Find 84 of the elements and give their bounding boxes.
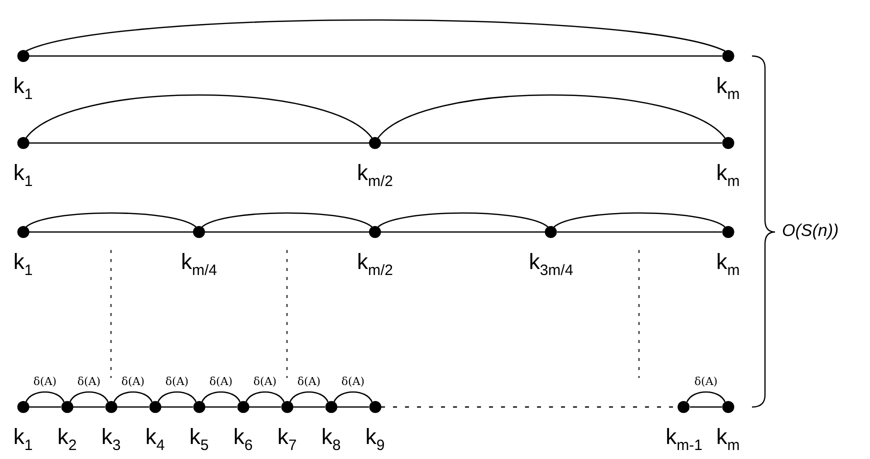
point-node — [181, 226, 217, 274]
point-node — [716, 50, 740, 98]
point-node — [716, 226, 740, 274]
point-node — [716, 137, 740, 185]
node-label: k$_{1}$ — [13, 250, 33, 274]
point-node — [365, 401, 385, 449]
connector-line — [378, 212, 548, 228]
point-node — [57, 401, 77, 449]
connector-line — [29, 231, 193, 233]
point-node — [13, 401, 33, 449]
point-node — [321, 401, 341, 449]
edge-label: δ(A) — [33, 376, 57, 388]
node-label: k$_{m/2}$ — [357, 250, 393, 274]
node-label: k$_{m}$ — [716, 425, 740, 449]
connector-line — [117, 406, 149, 408]
connector-line — [205, 406, 237, 408]
node-label: k$_{8}$ — [321, 425, 341, 449]
connector-line — [554, 212, 726, 228]
node-label: k$_{9}$ — [365, 425, 385, 449]
point-node — [666, 401, 702, 449]
node-label: k$_{m-1}$ — [666, 425, 702, 449]
node-label: k$_{m/4}$ — [181, 250, 217, 274]
node-label: k$_{2}$ — [57, 425, 77, 449]
connector-line — [26, 94, 372, 138]
node-label: k$_{6}$ — [233, 425, 253, 449]
point-node — [357, 226, 393, 274]
point-node — [189, 401, 209, 449]
arc-connector — [113, 391, 153, 402]
edge-label: δ(A) — [77, 376, 101, 388]
connector-line — [73, 406, 105, 408]
arc-connector — [69, 391, 109, 402]
connector-line — [690, 406, 722, 408]
node-label: k$_{m}$ — [716, 74, 740, 98]
node-label: k$_{m}$ — [716, 161, 740, 185]
arc-connector — [201, 391, 241, 402]
connector-line — [205, 231, 369, 233]
edge-label: δ(A) — [297, 376, 321, 388]
point-node — [145, 401, 165, 449]
connector-line — [378, 94, 726, 138]
connector-line — [293, 406, 325, 408]
connector-line — [26, 19, 726, 52]
edge-label: δ(A) — [209, 376, 233, 388]
arc-connector — [333, 391, 373, 402]
connector-line — [29, 406, 61, 408]
node-label: k$_{m}$ — [716, 250, 740, 274]
connector-line — [381, 142, 722, 144]
connector-line — [26, 212, 196, 228]
connector-line — [381, 231, 545, 233]
node-label: k$_{m/2}$ — [357, 161, 393, 185]
connector-line — [202, 212, 372, 228]
point-node — [528, 226, 574, 274]
node-label: k$_{1}$ — [13, 74, 33, 98]
complexity-label: O(S(n)) — [782, 220, 839, 242]
point-node — [101, 401, 121, 449]
edge-label: δ(A) — [341, 376, 365, 388]
node-label: k$_{7}$ — [277, 425, 297, 449]
point-node — [13, 226, 33, 274]
connector-line — [161, 406, 193, 408]
point-node — [716, 401, 740, 449]
edge-label: δ(A) — [121, 376, 145, 388]
node-label: k$_{3m/4}$ — [528, 250, 574, 274]
arc-connector — [686, 391, 726, 402]
node-label: k$_{3}$ — [101, 425, 121, 449]
point-node — [277, 401, 297, 449]
edge-label: δ(A) — [253, 376, 277, 388]
point-node — [13, 50, 33, 98]
arc-connector — [25, 391, 65, 402]
node-label: k$_{4}$ — [145, 425, 165, 449]
arc-connector — [245, 391, 285, 402]
connector-line — [29, 55, 722, 57]
node-label: k$_{5}$ — [189, 425, 209, 449]
node-label: k$_{1}$ — [13, 161, 33, 185]
edge-label: δ(A) — [694, 376, 718, 388]
edge-label: δ(A) — [165, 376, 189, 388]
node-label: k$_{1}$ — [13, 425, 33, 449]
connector-line — [557, 231, 722, 233]
point-node — [13, 137, 33, 185]
arc-connector — [157, 391, 197, 402]
arc-connector — [289, 391, 329, 402]
point-node — [357, 137, 393, 185]
connector-line — [29, 142, 369, 144]
point-node — [233, 401, 253, 449]
connector-line — [249, 406, 281, 408]
connector-line — [337, 406, 369, 408]
